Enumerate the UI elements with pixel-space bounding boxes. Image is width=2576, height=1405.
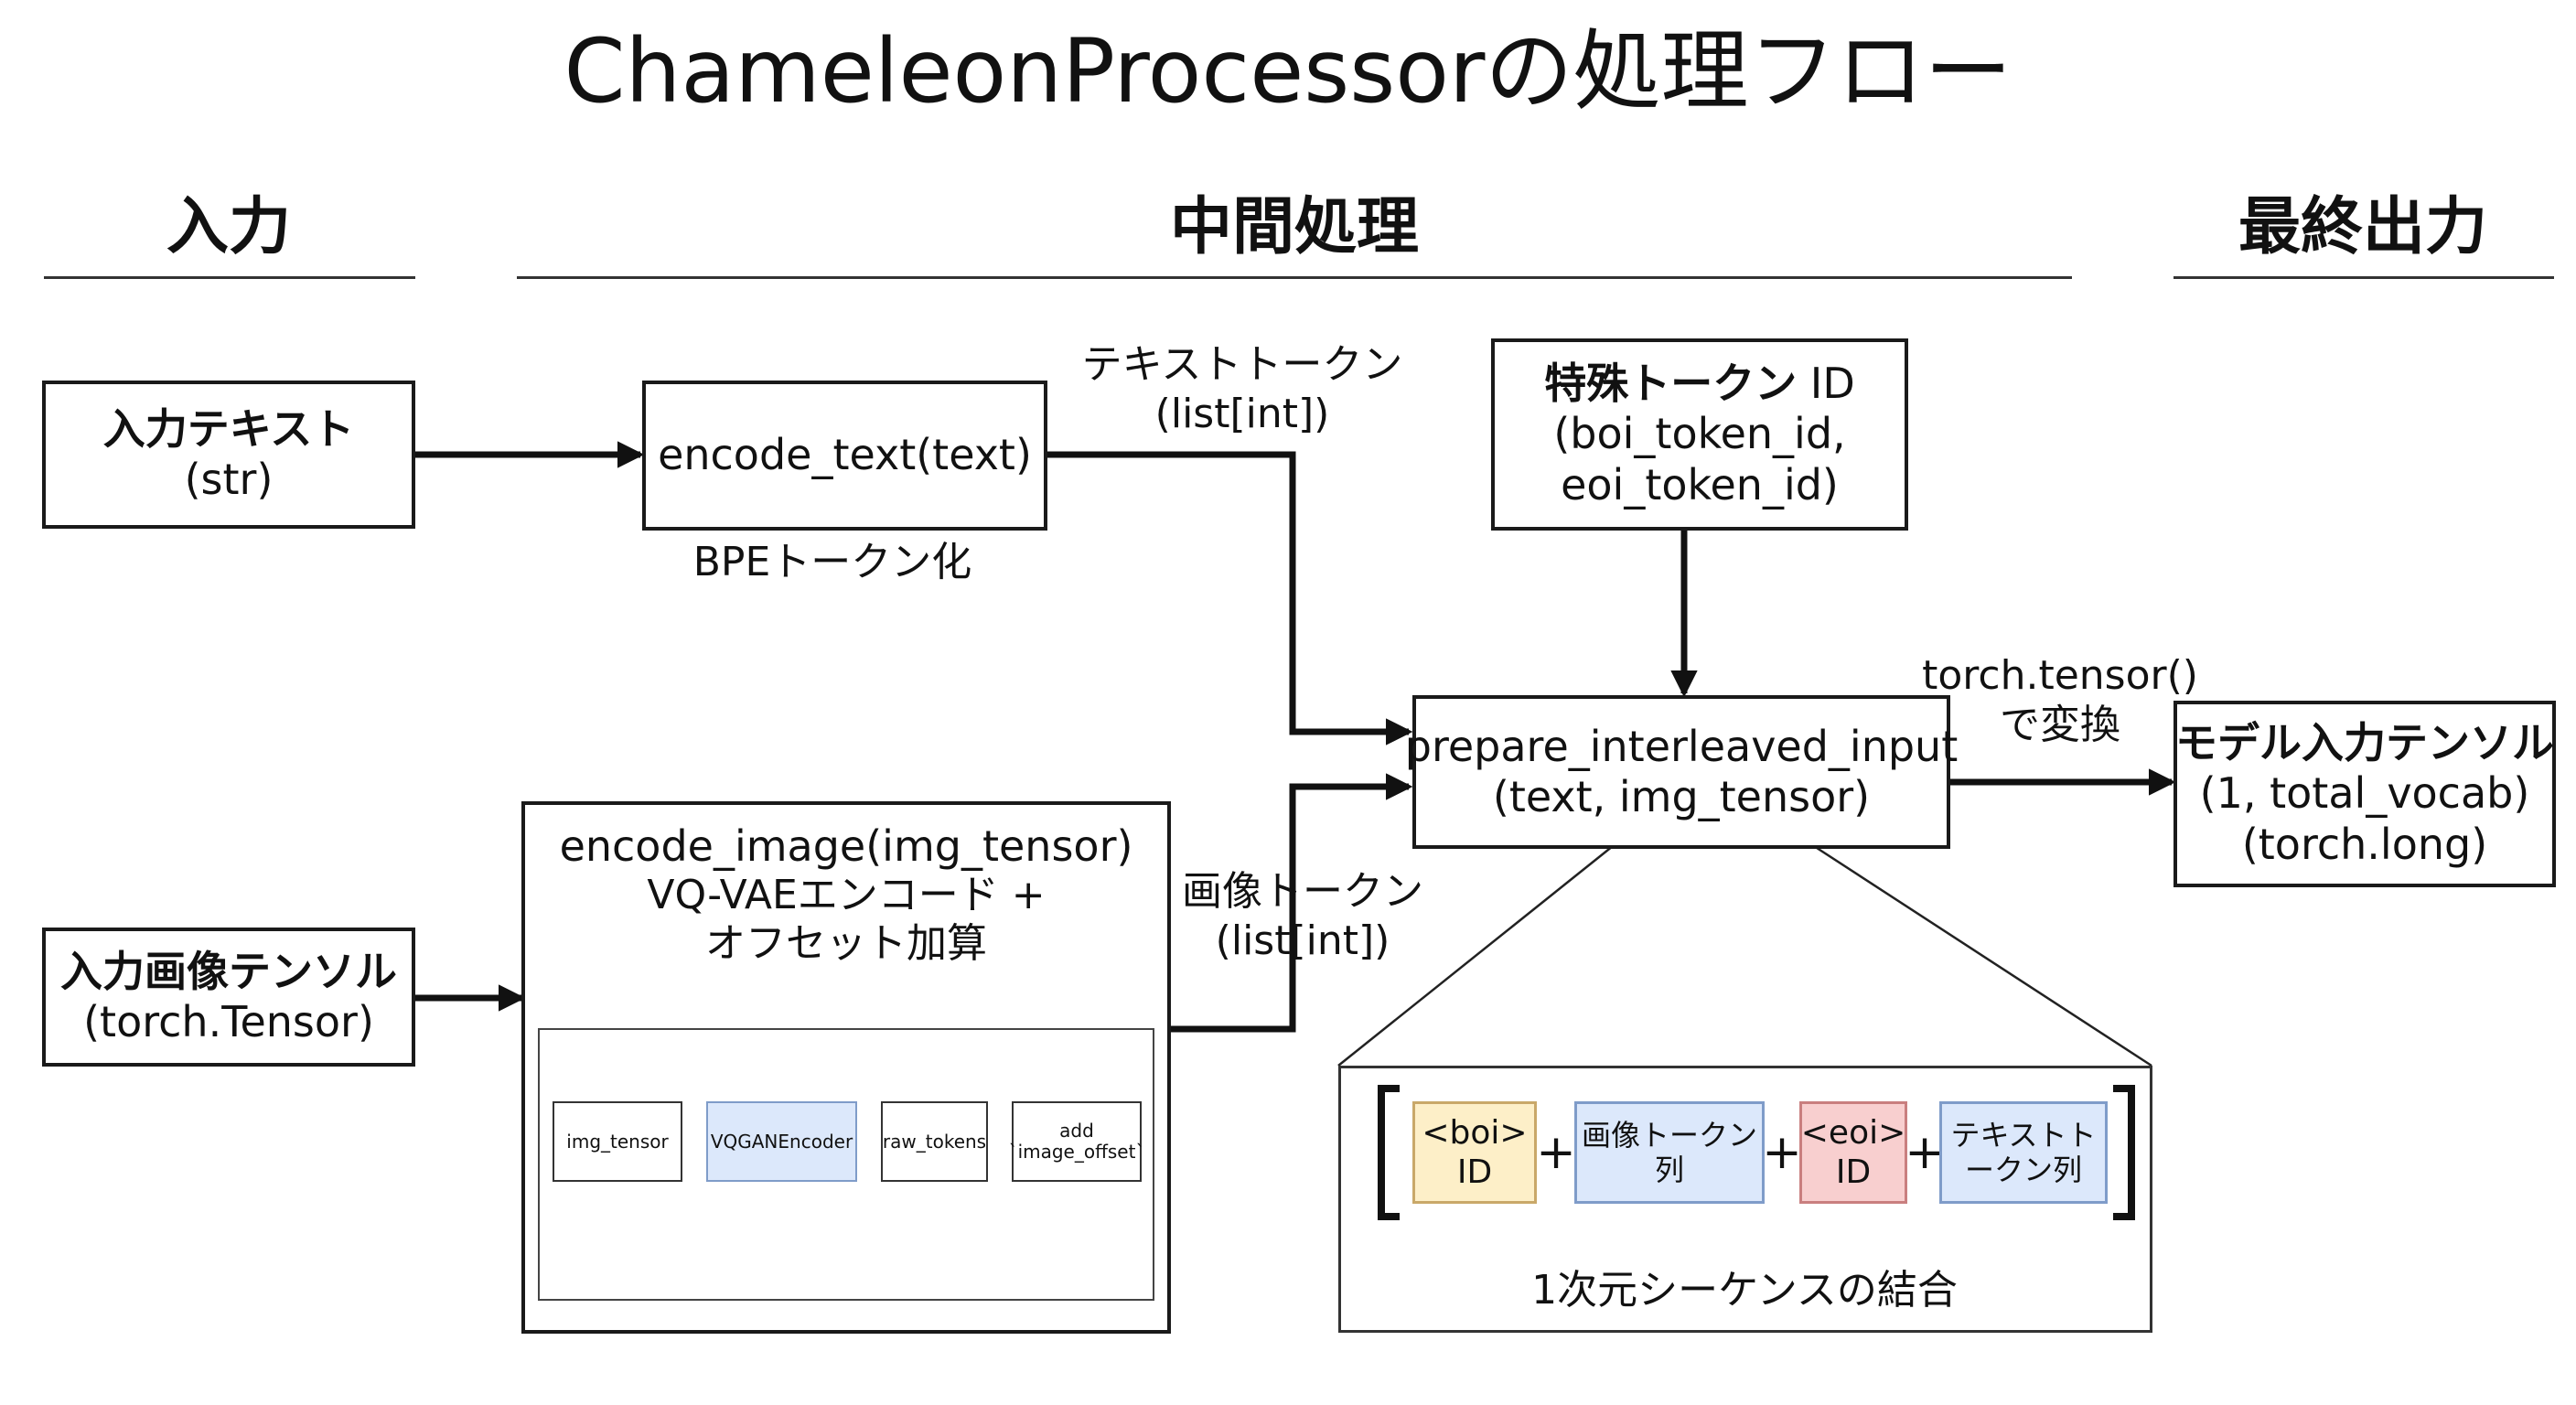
arrow-text-tokens-to-prepare (1046, 451, 1413, 745)
sequence-image-line1: 画像トークン (1581, 1117, 1757, 1153)
special-tokens-box: 特殊トークン ID (boi_token_id, eoi_token_id) (1491, 338, 1908, 531)
sequence-image-token-list: 画像トークン 列 (1574, 1101, 1765, 1204)
pipeline-add-offset: add `image_offset` (1008, 1101, 1145, 1182)
section-intermediate-header: 中間処理 (1169, 191, 1420, 263)
input-image-type: (torch.Tensor) (83, 997, 374, 1046)
section-input-rule (44, 276, 415, 279)
pipeline-vqgan-encoder: VQGANEncoder (706, 1101, 857, 1182)
pipeline-vqgan-label: VQGANEncoder (710, 1130, 853, 1153)
special-tokens-eoi: eoi_token_id) (1561, 459, 1839, 509)
sequence-boi-line1: <boi> (1422, 1113, 1528, 1152)
prepare-interleaved-name: prepare_interleaved_input (1404, 721, 1959, 771)
input-text-box: 入力テキスト (str) (42, 381, 415, 529)
sequence-text-token-list: テキストト ークン列 (1939, 1101, 2108, 1204)
sequence-plus-3: + (1905, 1125, 1945, 1180)
input-text-type: (str) (184, 455, 274, 504)
tensor-convert-line2: で変換 (2000, 701, 2120, 748)
input-image-title: 入力画像テンソル (60, 946, 397, 996)
pipeline-img-tensor-label: img_tensor (566, 1130, 669, 1153)
image-tokens-label-line1: 画像トークン (1182, 868, 1423, 915)
bpe-label: BPEトークン化 (692, 539, 972, 585)
text-tokens-label-line2: (list[int]) (1154, 390, 1330, 437)
sequence-boi-token: <boi> ID (1412, 1101, 1537, 1204)
model-input-dtype: (torch.long) (2241, 819, 2488, 869)
sequence-eoi-token: <eoi> ID (1799, 1101, 1907, 1204)
sequence-text-line1: テキストト (1950, 1117, 2097, 1153)
page-title: ChameleonProcessorの処理フロー (564, 20, 2012, 123)
sequence-plus-1: + (1536, 1125, 1576, 1180)
sequence-caption: 1次元シーケンスの結合 (1531, 1267, 1958, 1314)
sequence-image-line2: 列 (1654, 1153, 1684, 1187)
special-tokens-title: 特殊トークン ID (1544, 359, 1855, 409)
image-tokens-label-line2: (list[int]) (1215, 917, 1390, 964)
sequence-text-line2: ークン列 (1964, 1153, 2082, 1187)
sequence-eoi-line1: <eoi> (1800, 1113, 1906, 1152)
sequence-eoi-line2: ID (1835, 1153, 1872, 1191)
text-tokens-label-line1: テキストトークン (1081, 341, 1403, 388)
pipeline-raw-tokens-label: raw_tokens (882, 1130, 987, 1153)
encode-text-box: encode_text(text) (642, 381, 1047, 531)
model-input-title: モデル入力テンソル (2175, 718, 2554, 768)
special-tokens-boi: (boi_token_id, (1553, 409, 1846, 459)
special-tokens-title-suffix: ID (1797, 359, 1855, 409)
section-intermediate-rule (517, 276, 2072, 279)
section-final-output-rule (2174, 276, 2554, 279)
encode-image-step1: VQ-VAEエンコード + (647, 872, 1046, 919)
pipeline-raw-tokens: raw_tokens (881, 1101, 988, 1182)
special-tokens-title-bold: 特殊トークン (1544, 359, 1798, 409)
zoom-line-right (1813, 844, 2152, 1067)
pipeline-img-tensor: img_tensor (553, 1101, 682, 1182)
input-image-box: 入力画像テンソル (torch.Tensor) (42, 928, 415, 1067)
model-input-shape: (1, total_vocab) (2199, 768, 2530, 819)
sequence-right-bracket (2113, 1085, 2135, 1220)
encode-text-label: encode_text(text) (658, 430, 1032, 480)
section-final-output-header: 最終出力 (2238, 191, 2488, 263)
section-input-header: 入力 (166, 191, 292, 263)
encode-image-step2: オフセット加算 (705, 919, 987, 967)
pipeline-offset-label: `image_offset` (1008, 1141, 1145, 1163)
image-tokens-label: 画像トークン (list[int]) (1182, 867, 1423, 965)
arrow-image-tokens-to-prepare (1168, 773, 1413, 1033)
model-input-box: モデル入力テンソル (1, total_vocab) (torch.long) (2174, 701, 2556, 887)
sequence-plus-2: + (1762, 1125, 1802, 1180)
encode-image-name: encode_image(img_tensor) (559, 821, 1133, 871)
prepare-interleaved-args: (text, img_tensor) (1492, 772, 1871, 821)
tensor-convert-label: torch.tensor() で変換 (1922, 651, 2198, 749)
pipeline-add-label: add (1059, 1120, 1094, 1142)
prepare-interleaved-box: prepare_interleaved_input (text, img_ten… (1405, 695, 1958, 849)
zoom-line-left (1337, 845, 1614, 1067)
text-tokens-label: テキストトークン (list[int]) (1082, 340, 1403, 438)
encode-image-text: encode_image(img_tensor) VQ-VAEエンコード + オ… (560, 821, 1133, 969)
sequence-boi-line2: ID (1456, 1153, 1493, 1191)
input-text-title: 入力テキスト (102, 403, 355, 454)
sequence-left-bracket (1378, 1085, 1400, 1220)
tensor-convert-line1: torch.tensor() (1922, 652, 2198, 699)
